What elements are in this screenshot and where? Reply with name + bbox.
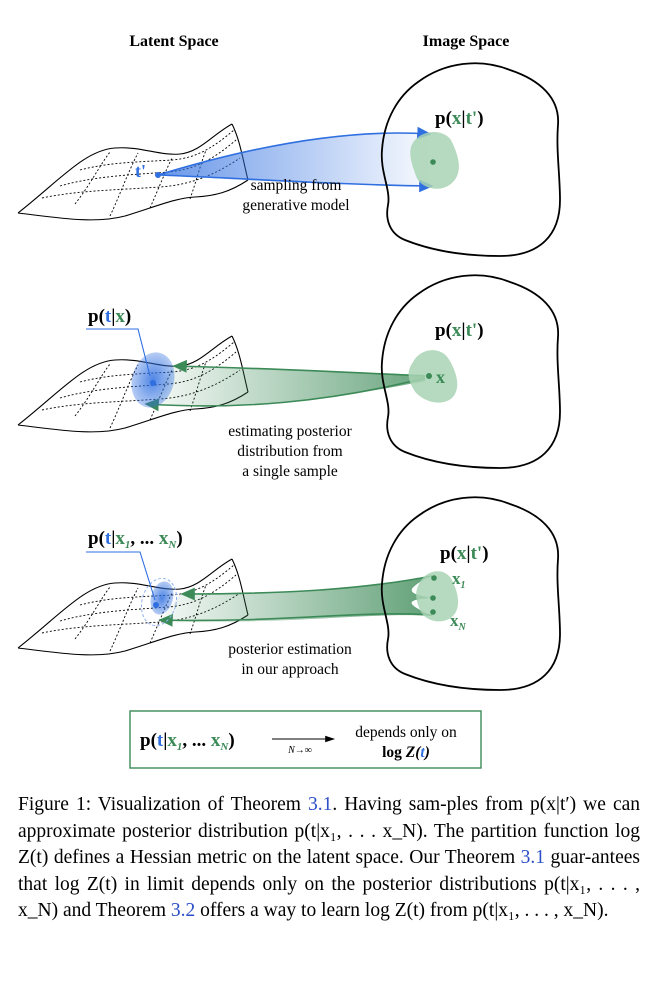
posterior-arrow-top <box>172 359 426 377</box>
posterior-center <box>150 380 156 386</box>
posterior-region-outer <box>140 577 178 627</box>
sample-1-label: x1 <box>452 569 466 591</box>
posterior-label-line2: distribution from <box>237 443 342 460</box>
posterior-label: p(t|x) <box>88 306 131 327</box>
sampling-arrow-top <box>157 126 432 176</box>
posterior-arrow-top <box>180 575 433 601</box>
caption-part-4: offers a way to learn log Z(t) from p(t|… <box>195 900 609 921</box>
sampling-flow-band <box>158 133 430 186</box>
likelihood-region <box>416 571 459 622</box>
sample-point-2 <box>430 595 436 601</box>
posterior-label-line3: a single sample <box>242 463 338 480</box>
panel-3: p(t|x1, ... xN) posterior estimation in … <box>17 496 561 691</box>
caption-part-1: Figure 1: Visualization of Theorem <box>18 794 309 815</box>
label-pointer <box>86 551 156 601</box>
sampling-label-line1: sampling from <box>251 177 342 194</box>
likelihood-center <box>430 159 436 165</box>
caption-part-2: . Having sam-ples from p(x|t′) we can ap… <box>18 794 641 868</box>
sampling-arrow-bottom <box>157 174 434 193</box>
image-label-2: p(x|t') <box>435 320 484 341</box>
sample-label: x <box>436 367 445 387</box>
sample-point-1 <box>431 575 437 581</box>
summary-posterior: p(t|x1, ... xN) <box>140 730 235 753</box>
theorem-link-3-2[interactable]: 3.2 <box>170 900 196 921</box>
panel-1: t' sampling from generative model p(x|t'… <box>17 62 561 257</box>
panel-2: p(t|x) estimating posterior distribution… <box>17 274 561 480</box>
figure-caption: Figure 1: Visualization of Theorem 3.1. … <box>18 792 640 925</box>
sample-point <box>426 373 432 379</box>
sample-n-label: xN <box>450 611 467 633</box>
image-space-blob <box>380 496 561 691</box>
theorem-link-3-1[interactable]: 3.1 <box>308 794 333 815</box>
summary-result-line1: depends only on <box>355 724 457 741</box>
limit-label: N→∞ <box>287 745 312 756</box>
approach-label-line2: in our approach <box>241 661 339 678</box>
posterior-flow-band <box>150 366 425 407</box>
sample-point-n <box>430 609 436 615</box>
theorem-link-3-1-second[interactable]: 3.1 <box>520 847 546 868</box>
figure-diagram: Latent Space Image Space t' sampling fro… <box>17 33 561 769</box>
summary-result-line2: log Z(t) <box>382 744 430 761</box>
image-space-heading: Image Space <box>423 33 510 50</box>
posterior-label-line1: estimating posterior <box>228 423 352 440</box>
image-space-blob <box>380 62 561 257</box>
latent-point-t-prime <box>155 172 161 178</box>
image-space-blob <box>380 274 561 469</box>
latent-space-heading: Latent Space <box>129 33 218 50</box>
caption-part-3: guar-antees that log Z(t) in limit depen… <box>18 847 641 921</box>
posterior-center <box>153 602 159 608</box>
posterior-arrow-bottom <box>158 613 433 627</box>
approach-label-line1: posterior estimation <box>228 641 352 658</box>
likelihood-region <box>408 350 458 403</box>
summary-box-frame <box>129 710 482 769</box>
summary-box: p(t|x1, ... xN) N→∞ depends only on log … <box>129 710 482 769</box>
posterior-arrow-bottom <box>144 377 426 412</box>
label-pointer <box>86 328 151 377</box>
latent-point-label: t' <box>135 161 146 181</box>
sampling-label-line2: generative model <box>242 197 349 214</box>
image-label-3: p(x|t') <box>440 543 489 564</box>
image-label-1: p(x|t') <box>435 108 484 129</box>
posterior-label: p(t|x1, ... xN) <box>88 528 183 551</box>
